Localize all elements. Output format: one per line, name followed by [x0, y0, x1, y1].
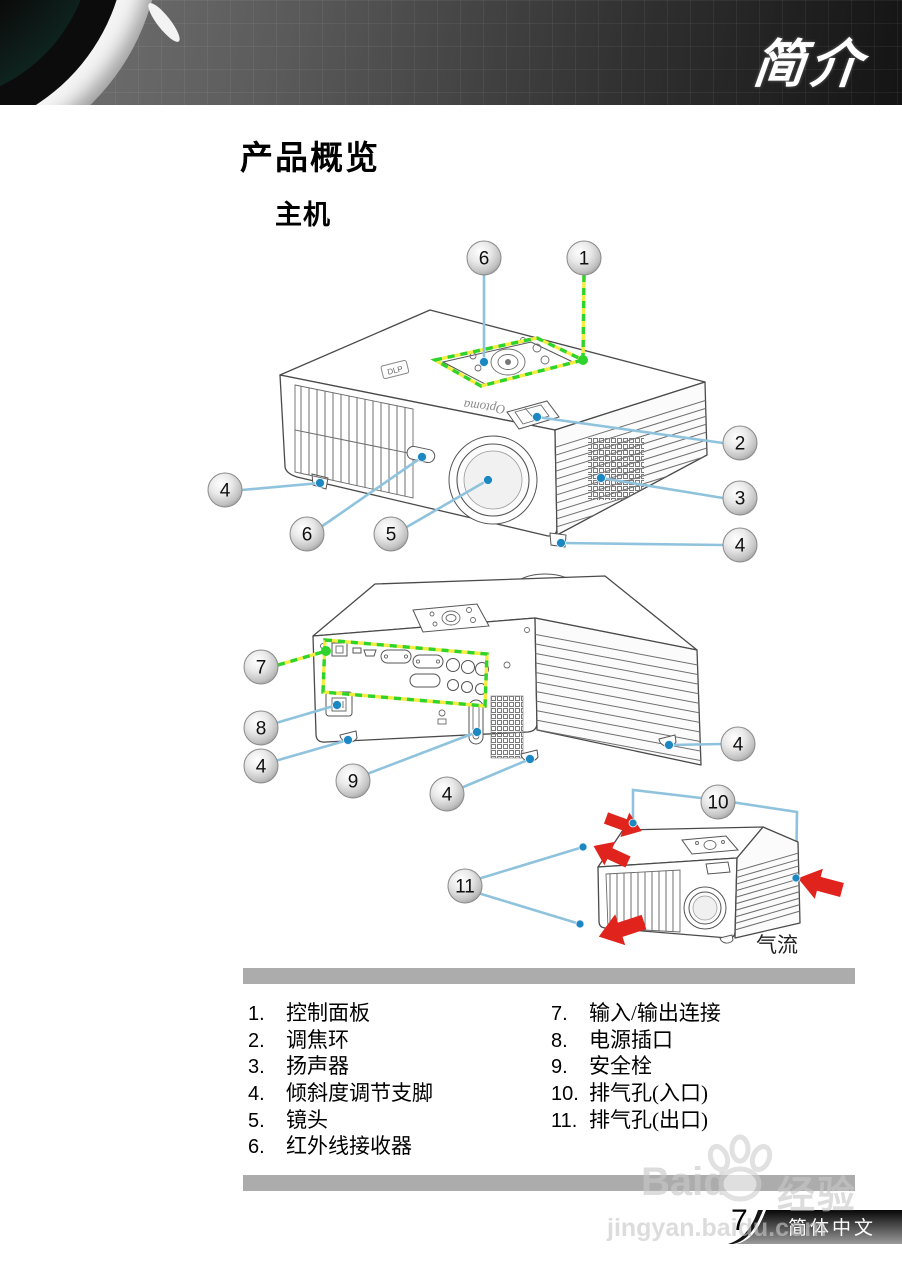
- leader-line: [241, 481, 321, 492]
- brand-logo: Optoma: [462, 397, 506, 417]
- front-vent-small: [605, 869, 681, 933]
- callout-balloon-5: 5: [373, 516, 409, 552]
- speaker-grille: [588, 438, 644, 500]
- projector-lens-photo: [0, 0, 160, 105]
- svg-text:4: 4: [256, 757, 267, 778]
- language-label: 简体中文: [788, 1217, 876, 1239]
- svg-text:4: 4: [733, 735, 744, 756]
- legend-item: 1. 控制面板: [248, 1001, 370, 1025]
- separator-bar: [243, 968, 855, 984]
- focus-knob-small: [705, 861, 731, 875]
- projector-small-drawing: [597, 826, 801, 944]
- leader-line: [581, 274, 586, 361]
- leader-line: [404, 478, 489, 530]
- callout-balloon-6: 6: [466, 240, 502, 276]
- callout-balloon-6: 6: [289, 516, 325, 552]
- svg-text:4: 4: [735, 536, 746, 557]
- dlp-logo: DLP: [380, 359, 410, 380]
- svg-text:11: 11: [455, 877, 475, 898]
- airflow-arrow-out-upper: [593, 841, 631, 868]
- leader-line: [366, 730, 478, 776]
- legend-item: 3. 扬声器: [248, 1054, 349, 1079]
- svg-text:10: 10: [707, 793, 728, 814]
- svg-text:DLP: DLP: [386, 364, 403, 376]
- projector-rear-drawing: [312, 573, 702, 766]
- svg-text:5: 5: [386, 525, 397, 546]
- leader-line: [277, 649, 327, 667]
- legend-item: 2. 调焦环: [248, 1027, 349, 1052]
- svg-text:8: 8: [256, 719, 267, 740]
- callout-balloon-4: 4: [722, 527, 758, 563]
- airflow-arrow-in-top: [603, 812, 642, 838]
- callout-balloon-11: 11: [447, 868, 483, 904]
- svg-text:7: 7: [256, 658, 267, 679]
- leader-line: [275, 703, 338, 725]
- leader-line: [320, 455, 423, 529]
- legend-item: 7. 输入/输出连接: [551, 1001, 721, 1025]
- diagram-rear-view: 7 8 4 9 4 4: [243, 573, 756, 812]
- footer-language-bar: 简体中文: [728, 1210, 902, 1244]
- subsection-title: 主机: [275, 200, 331, 230]
- legend-item: 11. 排气孔(出口): [551, 1107, 708, 1132]
- svg-text:4: 4: [220, 481, 231, 502]
- rear-vent-grille: [490, 695, 524, 759]
- legend-item: 10. 排气孔(入口): [551, 1081, 708, 1106]
- airflow-arrow-in-right: [797, 868, 844, 899]
- header-banner: 简介: [0, 0, 902, 105]
- callout-balloon-9: 9: [335, 763, 371, 799]
- front-vent-grille: [294, 384, 414, 499]
- footer-swoosh: [728, 1210, 763, 1244]
- leader-line: [560, 541, 724, 547]
- callout-balloon-8: 8: [243, 710, 279, 746]
- leader-line: [460, 757, 531, 790]
- svg-text:6: 6: [479, 249, 490, 270]
- callout-balloon-2: 2: [722, 425, 758, 461]
- footer-separator-bar: [243, 1175, 855, 1191]
- leader-line: [669, 742, 722, 747]
- leader-line: [536, 415, 724, 445]
- projector-front-drawing: Optoma DLP: [279, 309, 708, 548]
- section-title: 产品概览: [240, 141, 380, 177]
- diagram-front-view: Optoma DLP 6 1 2 3 4 4 6 5: [207, 240, 758, 563]
- legend-column-right: 7. 输入/输出连接 8. 电源插口 9. 安全栓 10. 排气孔(入口) 11…: [551, 997, 721, 1132]
- lens-drawing: [448, 435, 538, 525]
- page-title: 简介: [750, 37, 869, 94]
- legend-item: 8. 电源插口: [551, 1027, 673, 1052]
- io-panel-drawing: [331, 642, 489, 695]
- leader-line: [477, 845, 584, 881]
- callout-balloon-3: 3: [722, 480, 758, 516]
- legend-item: 9. 安全栓: [551, 1054, 652, 1079]
- callout-balloon-4: 4: [243, 748, 279, 784]
- control-panel-small: [681, 835, 740, 855]
- callout-balloon-4: 4: [207, 472, 243, 508]
- leader-line: [600, 476, 724, 500]
- leader-line: [477, 891, 581, 926]
- control-panel-highlight-box: [430, 336, 588, 388]
- callout-balloon-1: 1: [566, 240, 602, 276]
- legend-item: 4. 倾斜度调节支脚: [248, 1081, 433, 1106]
- legend-column-left: 1. 控制面板 2. 调焦环 3. 扬声器 4. 倾斜度调节支脚 5. 镜头 6…: [248, 997, 433, 1159]
- svg-text:6: 6: [302, 525, 313, 546]
- svg-text:1: 1: [579, 249, 590, 270]
- callout-balloon-4: 4: [429, 776, 465, 812]
- airflow-label: 气流: [756, 933, 798, 957]
- airflow-arrow-out-lower: [598, 914, 647, 946]
- diagram-airflow: 10 11 气流: [447, 784, 844, 957]
- svg-text:3: 3: [735, 489, 746, 510]
- lens-highlight: [144, 0, 184, 46]
- io-highlight-box: [321, 638, 489, 708]
- svg-text:9: 9: [348, 772, 359, 793]
- paw-icon: [707, 1134, 773, 1202]
- svg-text:4: 4: [442, 785, 453, 806]
- page-number: 7: [731, 1204, 748, 1237]
- callout-balloon-4: 4: [720, 726, 756, 762]
- callout-balloon-7: 7: [243, 649, 279, 685]
- svg-text:2: 2: [735, 434, 746, 455]
- kensington-lock-icon: [437, 709, 447, 725]
- legend-item: 6. 红外线接收器: [248, 1134, 412, 1159]
- leader-line: [274, 738, 349, 763]
- control-panel-top-drawing: [412, 603, 490, 633]
- legend-item: 5. 镜头: [248, 1107, 328, 1132]
- callout-balloon-10: 10: [700, 784, 736, 820]
